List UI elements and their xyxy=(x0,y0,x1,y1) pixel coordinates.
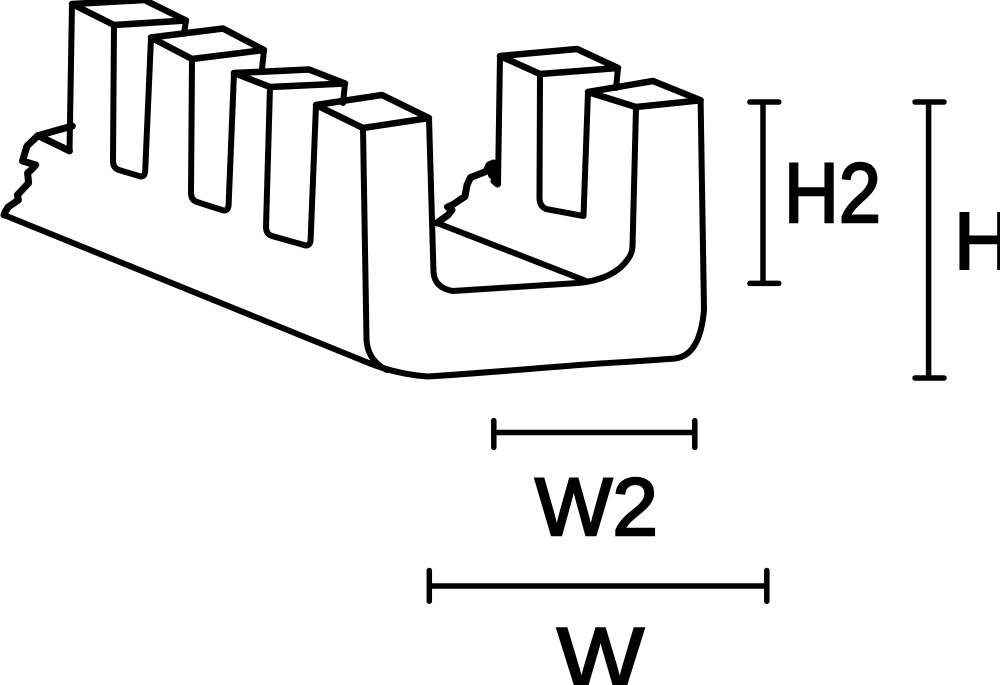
svg-text:W2: W2 xyxy=(535,462,658,553)
svg-text:H2: H2 xyxy=(784,146,881,240)
svg-text:W: W xyxy=(557,611,644,685)
svg-text:H: H xyxy=(954,197,1000,287)
